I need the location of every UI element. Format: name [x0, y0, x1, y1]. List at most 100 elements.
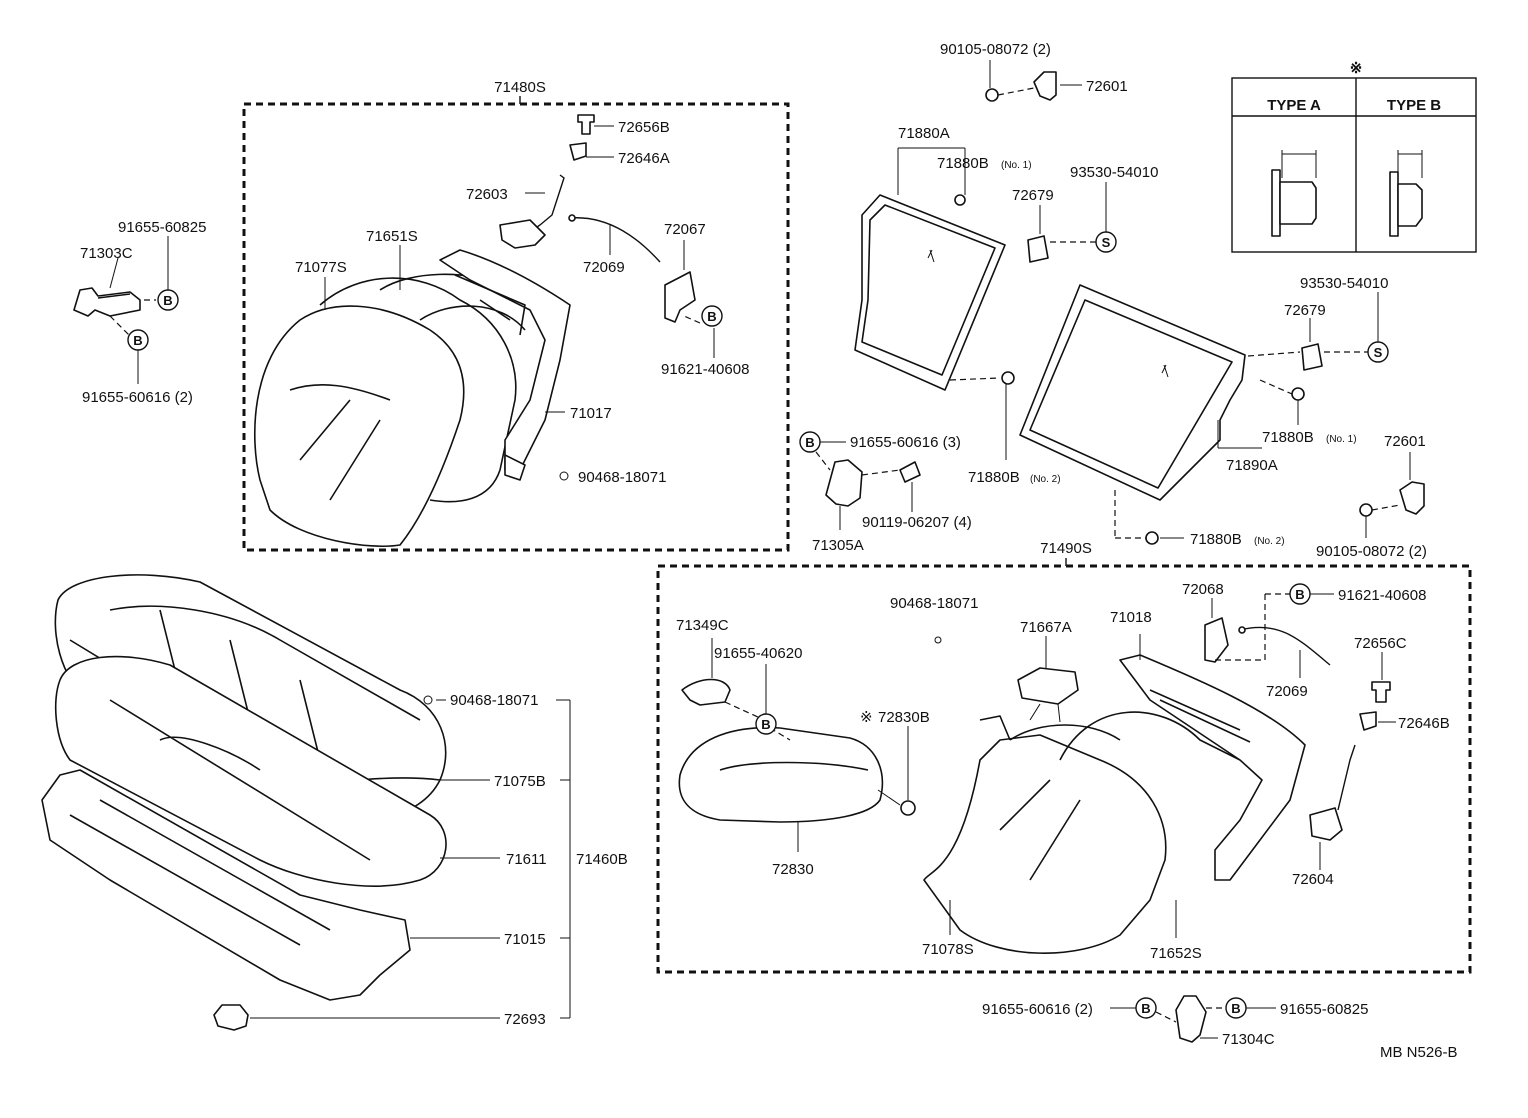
type-b-header: TYPE B [1387, 97, 1441, 114]
label-71460B: 71460B [576, 851, 628, 868]
label-no1-lower: (No. 1) [1326, 434, 1357, 445]
label-91655-60616-2-bottom: 91655-60616 (2) [982, 1001, 1093, 1018]
headrest-71667A [1017, 667, 1079, 723]
label-91655-60825-bottom: 91655-60825 [1280, 1001, 1368, 1018]
label-71304C: 71304C [1222, 1031, 1275, 1048]
label-71880B-no2-middle: 71880B [968, 469, 1020, 486]
armrest-72830 [678, 726, 884, 823]
s-symbol: S [1374, 345, 1383, 360]
seatback-frame-71018 [1119, 654, 1306, 881]
label-72830: 72830 [772, 861, 814, 878]
bolt-72656C [1371, 681, 1391, 703]
hinge-71303C-group: B B 91655-60825 71303C 91655-60616 (2) [73, 219, 206, 406]
note-symbol: ※ [1350, 60, 1363, 77]
seat-cushion-71460B: 90468-18071 71075B 71611 71460B 71015 72… [41, 574, 628, 1031]
label-72069-lower: 72069 [1266, 683, 1308, 700]
seatback-frame-71017 [439, 249, 571, 481]
label-90468-18071-lower: 90468-18071 [450, 692, 538, 709]
label-72693: 72693 [504, 1011, 546, 1028]
bushing-72646B [1359, 711, 1377, 731]
type-inset: ※ TYPE A TYPE B [1231, 60, 1477, 253]
label-71667A: 71667A [1020, 619, 1072, 636]
label-no2-lower: (No. 2) [1254, 536, 1285, 547]
hinge-71304C-group: B B 91655-60616 (2) 91655-60825 71304C [982, 995, 1368, 1048]
label-71651S: 71651S [366, 228, 418, 245]
bolt-72656B [577, 114, 595, 135]
label-71880B-no1-upper: 71880B [937, 155, 989, 172]
label-90119-06207-4: 90119-06207 (4) [862, 514, 972, 531]
type-a-clip-shape [1271, 150, 1317, 237]
label-71078S: 71078S [922, 941, 974, 958]
label-72656C: 72656C [1354, 635, 1407, 652]
label-71075B: 71075B [494, 773, 546, 790]
label-72679-upper: 72679 [1012, 187, 1054, 204]
bushing-72646A [569, 142, 587, 161]
label-72646B: 72646B [1398, 715, 1450, 732]
label-71890A: 71890A [1226, 457, 1278, 474]
b-symbol: B [163, 293, 172, 308]
label-72656B: 72656B [618, 119, 670, 136]
label-72068: 72068 [1182, 581, 1224, 598]
clip-90468a [559, 471, 569, 481]
label-71880B-no1-lower: 71880B [1262, 429, 1314, 446]
label-90105-08072-2-right: 90105-08072 (2) [1316, 543, 1427, 560]
b-symbol: B [761, 717, 770, 732]
label-91655-60825-left: 91655-60825 [118, 219, 206, 236]
label-71611: 71611 [506, 851, 547, 868]
lock-72603 [499, 174, 565, 249]
label-71880A: 71880A [898, 125, 950, 142]
cable-72069 [568, 214, 661, 263]
type-b-clip-shape [1389, 150, 1423, 237]
b-symbol: B [1141, 1001, 1150, 1016]
label-71490S: 71490S [1040, 540, 1092, 557]
label-90105-08072-2-top: 90105-08072 (2) [940, 41, 1051, 58]
b-symbol: B [805, 435, 814, 450]
label-71018: 71018 [1110, 609, 1152, 626]
hinge-71305A-group: B 91655-60616 (3) 90119-06207 (4) 71305A [799, 431, 972, 554]
label-71480S: 71480S [494, 79, 546, 96]
label-71015: 71015 [504, 931, 546, 948]
label-71880B-no2-lower: 71880B [1190, 531, 1242, 548]
hook-72068 [1204, 617, 1229, 663]
label-72601-top: 72601 [1086, 78, 1128, 95]
s-symbol: S [1102, 235, 1111, 250]
label-91655-60616-2-left: 91655-60616 (2) [82, 389, 193, 406]
b-symbol-circle [701, 305, 723, 327]
label-71017: 71017 [570, 405, 612, 422]
lock-72604 [1309, 744, 1356, 841]
trim-board-71880A: S 71880A 71880B (No. 1) 93530-54010 7267… [854, 125, 1158, 486]
trim-board-71890A: S 93530-54010 72679 71880B (No. 1) 71890… [1019, 275, 1389, 548]
bracket-72601-top: 90105-08072 (2) 72601 [940, 41, 1128, 102]
label-71349C: 71349C [676, 617, 729, 634]
label-72830B: 72830B [878, 709, 930, 726]
label-91655-60616-3: 91655-60616 (3) [850, 434, 961, 451]
label-no1-upper: (No. 1) [1001, 160, 1032, 171]
label-71077S: 71077S [295, 259, 347, 276]
label-91621-40608-upper: 91621-40608 [661, 361, 749, 378]
label-71652S: 71652S [1150, 945, 1202, 962]
label-90468-18071-middle: 90468-18071 [890, 595, 978, 612]
seatback-cushion-71077S [254, 273, 526, 548]
label-72603: 72603 [466, 186, 508, 203]
box-71480S: 71480S [242, 79, 790, 552]
label-72604: 72604 [1292, 871, 1334, 888]
armrest-cover-71349C [681, 678, 731, 706]
box-71490S: 71490S B [656, 540, 1472, 974]
label-72067: 72067 [664, 221, 706, 238]
label-72069-upper: 72069 [583, 259, 625, 276]
bracket-72601-right: 72601 90105-08072 (2) [1316, 433, 1427, 560]
type-a-header: TYPE A [1267, 97, 1321, 114]
b-symbol: B [1231, 1001, 1240, 1016]
label-72601-right: 72601 [1384, 433, 1426, 450]
label-93530-54010-lower: 93530-54010 [1300, 275, 1388, 292]
b-symbol: B [133, 333, 142, 348]
label-no2-middle: (No. 2) [1030, 474, 1061, 485]
label-71305A: 71305A [812, 537, 864, 554]
seatback-cushion-71078S [923, 711, 1241, 954]
diagram-code: MB N526-B [1380, 1044, 1458, 1061]
hook-72067 [664, 271, 696, 323]
label-72679-lower: 72679 [1284, 302, 1326, 319]
label-91621-40608-lower: 91621-40608 [1338, 587, 1426, 604]
